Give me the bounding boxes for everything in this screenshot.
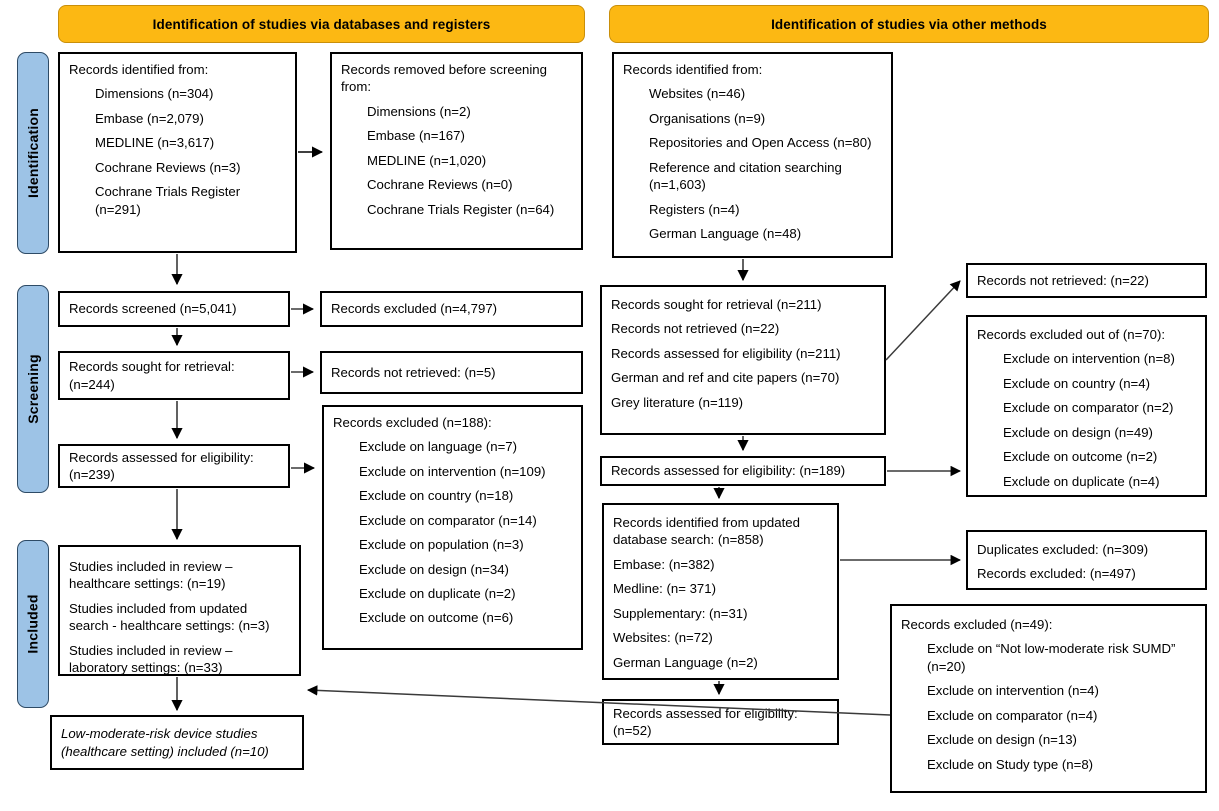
list-item: Exclude on design (n=49) [1003,424,1153,440]
box-records-excluded-49: Records excluded (n=49): Exclude on “Not… [890,604,1207,793]
box-title: Records removed before screening from: [341,62,547,95]
box-text: Records excluded (n=4,797) [331,301,498,317]
box-records-excluded-4797: Records excluded (n=4,797) [320,291,583,327]
box-text: Records not retrieved: (n=5) [331,364,496,380]
list-item: Exclude on outcome (n=2) [1003,449,1158,465]
list-item: Embase (n=167) [367,128,465,144]
box-records-not-retrieved-5: Records not retrieved: (n=5) [320,351,583,394]
box-title: Records excluded out of (n=70): [977,327,1166,342]
box-title: Records identified from: [69,62,209,77]
list-item: Exclude on Study type (n=8) [927,756,1094,772]
list-item: Exclude on duplicate (n=4) [1003,473,1160,489]
list-item: Exclude on comparator (n=2) [1003,400,1174,416]
arrow-other-sought-to-not-retrieved [885,280,961,361]
list-item: Exclude on outcome (n=6) [359,610,514,626]
box-final-included-low-moderate-risk: Low-moderate-risk device studies (health… [50,715,304,770]
list-item: Exclude on intervention (n=4) [927,683,1099,699]
box-other-records-assessed-189: Records assessed for eligibility: (n=189… [600,456,886,486]
list-item: Cochrane Trials Register (n=64) [367,201,555,217]
list-item: German Language (n=48) [649,225,802,241]
sidebar-screening: Screening [17,285,49,493]
header-left-label: Identification of studies via databases … [152,16,491,32]
list-item: Exclude on “Not low-moderate risk SUMD” … [927,641,1176,674]
sidebar-identification-label: Identification [25,108,42,198]
sidebar-included-label: Included [25,594,42,654]
box-studies-included: Studies included in review – healthcare … [58,545,301,676]
box-records-identified-databases: Records identified from: Dimensions (n=3… [58,52,297,253]
box-other-records-not-retrieved-22: Records not retrieved: (n=22) [966,263,1207,298]
list-item: Organisations (n=9) [649,110,766,126]
box-other-sought-retrieval: Records sought for retrieval (n=211) Rec… [600,285,886,435]
list-item: Exclude on intervention (n=109) [359,463,546,479]
list-item: Duplicates excluded: (n=309) [977,542,1149,557]
list-item: Exclude on comparator (n=14) [359,512,537,528]
list-item: Exclude on duplicate (n=2) [359,585,516,601]
list-item: Websites: (n=72) [613,630,713,646]
list-item: Cochrane Reviews (n=3) [95,159,241,175]
list-item: German Language (n=2) [613,654,758,670]
box-text: Low-moderate-risk device studies (health… [61,726,269,759]
box-records-sought-retrieval-244: Records sought for retrieval: (n=244) [58,351,290,400]
box-title: Records excluded (n=188): [333,415,492,430]
box-text: Records assessed for eligibility: (n=52) [613,705,798,738]
box-records-screened: Records screened (n=5,041) [58,291,290,327]
header-databases-registers: Identification of studies via databases … [58,5,585,43]
box-records-identified-other-methods: Records identified from: Websites (n=46)… [612,52,893,258]
list-item: Reference and citation searching (n=1,60… [649,159,846,193]
list-item: Supplementary: (n=31) [613,605,748,621]
list-item: Records assessed for eligibility (n=211) [611,345,841,361]
list-item: Cochrane Trials Register (n=291) [95,184,241,217]
box-text: Records sought for retrieval: (n=244) [69,359,235,392]
list-item: Cochrane Reviews (n=0) [367,177,513,193]
list-item: Studies included from updated search - h… [69,600,270,634]
list-item: Records not retrieved (n=22) [611,321,780,337]
list-item: German and ref and cite papers (n=70) [611,370,840,386]
box-text: Records not retrieved: (n=22) [977,272,1149,288]
box-records-identified-updated-search: Records identified from updated database… [602,503,839,680]
list-item: Studies included in review – laboratory … [69,642,233,676]
list-item: Embase (n=2,079) [95,110,204,126]
box-records-excluded-188: Records excluded (n=188): Exclude on lan… [322,405,583,650]
list-item: Exclude on country (n=18) [359,488,514,504]
list-item: Exclude on design (n=13) [927,732,1077,748]
list-item: Exclude on language (n=7) [359,439,517,455]
box-title: Records identified from: [623,62,763,77]
header-right-label: Identification of studies via other meth… [771,16,1047,32]
list-item: Exclude on population (n=3) [359,537,524,553]
list-item: Exclude on intervention (n=8) [1003,351,1175,367]
box-text: Records assessed for eligibility: (n=189… [611,463,846,479]
list-item: Grey literature (n=119) [611,394,744,410]
box-text: Records assessed for eligibility: (n=239… [69,449,254,482]
box-records-assessed-eligibility-239: Records assessed for eligibility: (n=239… [58,444,290,488]
list-item: Exclude on comparator (n=4) [927,707,1098,723]
list-item: Studies included in review – healthcare … [69,559,233,592]
box-title: Records identified from updated database… [613,515,800,548]
box-title: Records excluded (n=49): [901,617,1053,632]
list-item: Websites (n=46) [649,86,746,102]
sidebar-identification: Identification [17,52,49,254]
sidebar-included: Included [17,540,49,708]
header-other-methods: Identification of studies via other meth… [609,5,1209,43]
list-item: Records excluded: (n=497) [977,566,1136,582]
list-item: Exclude on country (n=4) [1003,375,1150,391]
list-item: Exclude on design (n=34) [359,561,509,577]
box-text: Records screened (n=5,041) [69,301,237,317]
list-item: MEDLINE (n=3,617) [95,135,215,151]
box-records-removed-before-screening: Records removed before screening from: D… [330,52,583,250]
list-item: Records sought for retrieval (n=211) [611,297,822,312]
list-item: Dimensions (n=2) [367,103,471,119]
list-item: Repositories and Open Access (n=80) [649,135,872,151]
box-duplicates-excluded: Duplicates excluded: (n=309) Records exc… [966,530,1207,590]
list-item: Registers (n=4) [649,201,740,217]
list-item: Dimensions (n=304) [95,86,214,102]
list-item: Embase: (n=382) [613,556,715,572]
sidebar-screening-label: Screening [25,354,41,424]
list-item: MEDLINE (n=1,020) [367,152,487,168]
box-records-excluded-out-of-70: Records excluded out of (n=70): Exclude … [966,315,1207,497]
list-item: Medline: (n= 371) [613,581,716,597]
box-updated-assessed-52: Records assessed for eligibility: (n=52) [602,699,839,745]
